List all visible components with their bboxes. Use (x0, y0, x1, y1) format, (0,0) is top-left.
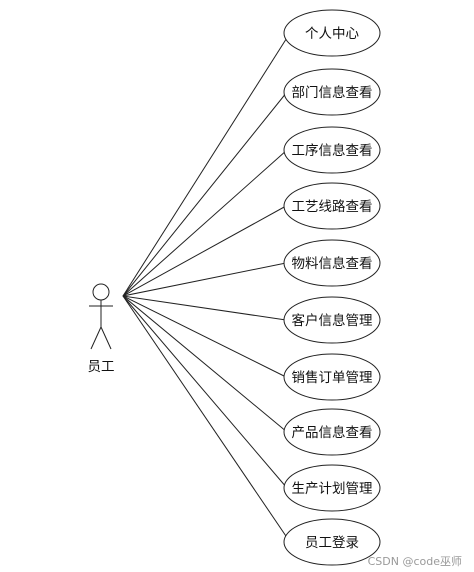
use-cases: 个人中心 部门信息查看 工序信息查看 工艺线路查看 物料信息查看 客户信息管理 (283, 9, 381, 566)
association-line (122, 149, 288, 297)
use-case-ellipse (283, 239, 381, 287)
use-case-ellipse (283, 68, 381, 116)
use-case-ellipse (283, 408, 381, 456)
use-case-ellipse (283, 9, 381, 57)
use-case: 销售订单管理 (283, 353, 381, 401)
use-case: 工序信息查看 (283, 126, 381, 174)
use-case: 生产计划管理 (283, 464, 381, 512)
association-lines (122, 32, 291, 543)
use-case-ellipse (283, 126, 381, 174)
use-case-label: 个人中心 (305, 26, 359, 42)
watermark: CSDN @code巫师 (368, 555, 462, 568)
use-case: 员工登录 (283, 518, 381, 566)
use-case-label: 工艺线路查看 (292, 199, 373, 215)
association-line (122, 205, 287, 297)
use-case: 部门信息查看 (283, 68, 381, 116)
use-case-label: 物料信息查看 (292, 255, 373, 272)
association-line (122, 32, 291, 297)
use-case: 工艺线路查看 (283, 182, 381, 230)
use-case: 个人中心 (283, 9, 381, 57)
association-line (122, 262, 287, 297)
use-case-ellipse (283, 464, 381, 512)
use-case-ellipse (283, 296, 381, 344)
actor (89, 283, 113, 350)
association-line (122, 295, 288, 489)
use-case-ellipse (283, 353, 381, 401)
use-case-label: 销售订单管理 (292, 370, 373, 386)
use-case: 客户信息管理 (283, 296, 381, 344)
actor-right-leg (100, 326, 112, 350)
use-case: 物料信息查看 (283, 239, 381, 287)
use-case-label: 员工登录 (305, 535, 359, 551)
actor-head (92, 283, 110, 301)
association-line (122, 295, 287, 321)
use-case-ellipse (283, 182, 381, 230)
actor-label: 员工 (88, 359, 115, 375)
actor-left-leg (90, 326, 102, 350)
association-line (122, 295, 287, 378)
use-case-label: 生产计划管理 (292, 481, 373, 497)
use-case-ellipse (283, 518, 381, 566)
association-line (122, 91, 288, 297)
use-case-label: 客户信息管理 (292, 312, 373, 329)
use-case-label: 部门信息查看 (292, 84, 373, 101)
association-line (122, 295, 288, 433)
association-line (122, 295, 291, 543)
use-case-label: 工序信息查看 (292, 142, 373, 159)
use-case-label: 产品信息查看 (292, 424, 373, 441)
use-case: 产品信息查看 (283, 408, 381, 456)
